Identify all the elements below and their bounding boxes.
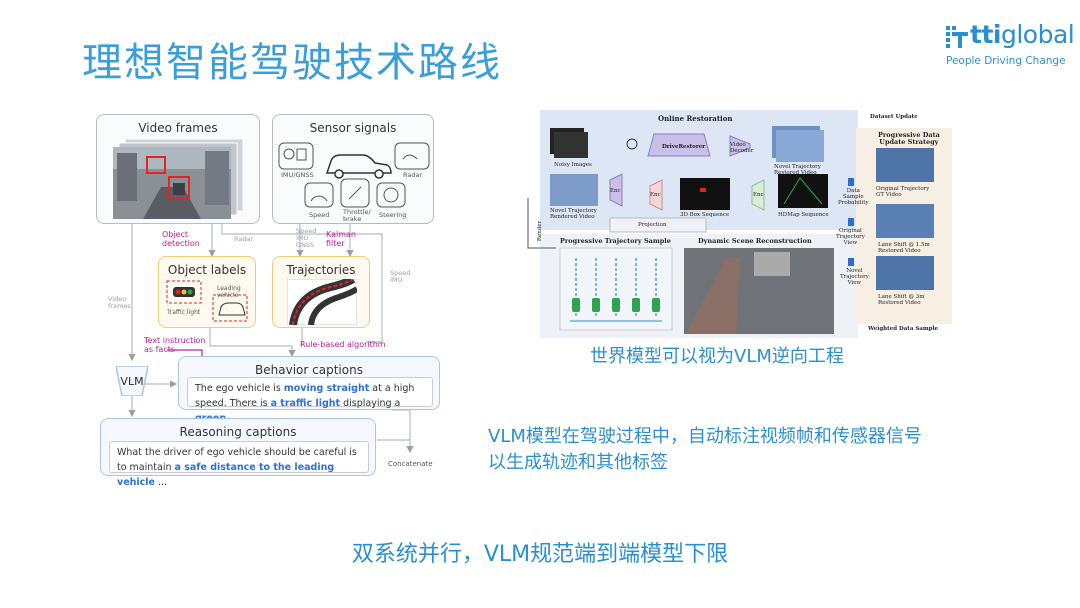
enc-label-1: Enc bbox=[610, 188, 621, 194]
traffic-light-label: Traffic light bbox=[167, 309, 201, 316]
data-sample-prob-label: Data Sample Probability bbox=[838, 188, 869, 206]
world-model-graphics bbox=[527, 110, 952, 338]
update-strategy-label: Progressive Data Update Strategy bbox=[878, 131, 940, 146]
sensor-speed-label: Speed bbox=[309, 211, 330, 219]
description-line-2: 以生成轨迹和其他标签 bbox=[488, 452, 668, 473]
weighted-sample-label: Weighted Data Sample bbox=[868, 326, 939, 332]
enc-label-3: Enc bbox=[753, 192, 764, 198]
lane-shift-15-label: Lane Shift @ 1.5m Restored Video bbox=[878, 242, 930, 254]
original-gt-label: Original Trajectory GT Video bbox=[876, 186, 930, 198]
world-model-figure: Online Restoration Noisy Images DriveRes… bbox=[526, 108, 958, 338]
object-labels-box: Object labels Leading vehicle Traffic li… bbox=[158, 256, 256, 328]
speed-imu-label: Speed IMU bbox=[390, 269, 411, 284]
vlm-annotation-diagram: Video frames Sensor signals bbox=[92, 110, 452, 488]
novel-rendered-label: Novel Trajectory Rendered Video bbox=[550, 208, 597, 220]
speed-imu-gnss-label: Speed IMU GNSS bbox=[296, 227, 317, 249]
box-sequence-label: 3D Box Sequence bbox=[680, 212, 730, 218]
noisy-images-label: Noisy Images bbox=[554, 162, 592, 168]
projection-label: Projection bbox=[638, 222, 667, 228]
video-frames-small-label: Video frames bbox=[108, 295, 131, 310]
sensor-icons bbox=[278, 142, 430, 208]
vlm-trapezoid bbox=[116, 366, 148, 396]
trajectories-title: Trajectories bbox=[286, 263, 356, 277]
logo-wordmark: ttiglobal bbox=[970, 20, 1075, 49]
novel-restored-label: Novel Trajectory Restored Video bbox=[774, 164, 821, 176]
description-text: VLM模型在驾驶过程中，自动标注视频帧和传感器信号 以生成轨迹和其他标签 bbox=[488, 424, 922, 476]
behavior-caption-text: The ego vehicle is moving straight at a … bbox=[187, 377, 433, 424]
behavior-captions-box: Behavior captions The ego vehicle is mov… bbox=[178, 356, 440, 424]
diagram-arrows bbox=[128, 224, 414, 454]
video-frames-title: Video frames bbox=[138, 121, 218, 135]
vlm-label: VLM bbox=[120, 375, 144, 388]
dataset-update-label: Dataset Update bbox=[870, 114, 918, 120]
figure-caption: 世界模型可以视为VLM逆向工程 bbox=[590, 346, 844, 367]
original-view-label: Original Trajectory View bbox=[836, 228, 865, 246]
sensor-throttle-label: Throttle/ brake bbox=[343, 208, 371, 223]
street-frames-image bbox=[113, 139, 244, 219]
video-decoder-label: Video Decoder bbox=[730, 142, 754, 154]
reasoning-caption-text: What the driver of ego vehicle should be… bbox=[109, 441, 369, 488]
drive-restorer-label: DriveRestorer bbox=[662, 144, 706, 150]
sensor-steering-label: Steering bbox=[379, 211, 407, 219]
video-frames-box: Video frames bbox=[96, 114, 260, 224]
concatenate-label: Concatenate bbox=[388, 460, 433, 468]
radar-small-label: Radar bbox=[234, 235, 254, 243]
enc-label-2: Enc bbox=[650, 192, 661, 198]
kalman-filter-label: Kalman filter bbox=[326, 230, 356, 248]
bottom-summary: 双系统并行，VLM规范端到端模型下限 bbox=[351, 542, 729, 567]
object-labels-title: Object labels bbox=[167, 263, 247, 277]
description-line-1: VLM模型在驾驶过程中，自动标注视频帧和传感器信号 bbox=[488, 426, 922, 447]
reasoning-captions-box: Reasoning captions What the driver of eg… bbox=[100, 418, 376, 488]
vlm-block: VLM bbox=[116, 366, 148, 396]
render-label: Render bbox=[537, 220, 544, 242]
sensor-imu-gnss-label: IMU/GNSS bbox=[281, 171, 314, 179]
reasoning-captions-title: Reasoning captions bbox=[179, 425, 297, 439]
online-restoration-label: Online Restoration bbox=[658, 114, 733, 123]
sensor-radar-label: Radar bbox=[403, 171, 423, 179]
logo-tagline: People Driving Change bbox=[946, 55, 1066, 67]
trajectory-road-icon bbox=[287, 279, 357, 325]
tti-logo-icon bbox=[946, 26, 968, 48]
hdmap-sequence-label: HDMap Sequence bbox=[778, 212, 829, 218]
object-labels-icons bbox=[166, 280, 248, 322]
sensor-signals-title: Sensor signals bbox=[309, 121, 397, 135]
tti-global-logo: ttiglobal People Driving Change bbox=[946, 20, 1075, 72]
progressive-sample-label: Progressive Trajectory Sample bbox=[560, 237, 671, 245]
page-title: 理想智能驾驶技术路线 bbox=[82, 40, 502, 86]
trajectory-sample-icons bbox=[570, 258, 662, 322]
trajectories-box: Trajectories bbox=[272, 256, 370, 328]
dynamic-scene-label: Dynamic Scene Reconstruction bbox=[698, 237, 812, 245]
object-detection-label: Object detection bbox=[162, 230, 200, 248]
lane-shift-3-label: Lane Shift @ 3m Restored Video bbox=[878, 294, 925, 306]
sensor-signals-box: Sensor signals IMU/GNSS Radar Speed Thro… bbox=[272, 114, 434, 224]
leading-vehicle-label: Leading vehicle bbox=[217, 285, 241, 299]
behavior-captions-title: Behavior captions bbox=[255, 363, 363, 377]
rule-based-label: Rule-based algorithm bbox=[300, 340, 386, 349]
novel-view-label: Novel Trajectory View bbox=[840, 268, 869, 286]
text-instruction-label: Text instruction as facts bbox=[144, 336, 206, 354]
